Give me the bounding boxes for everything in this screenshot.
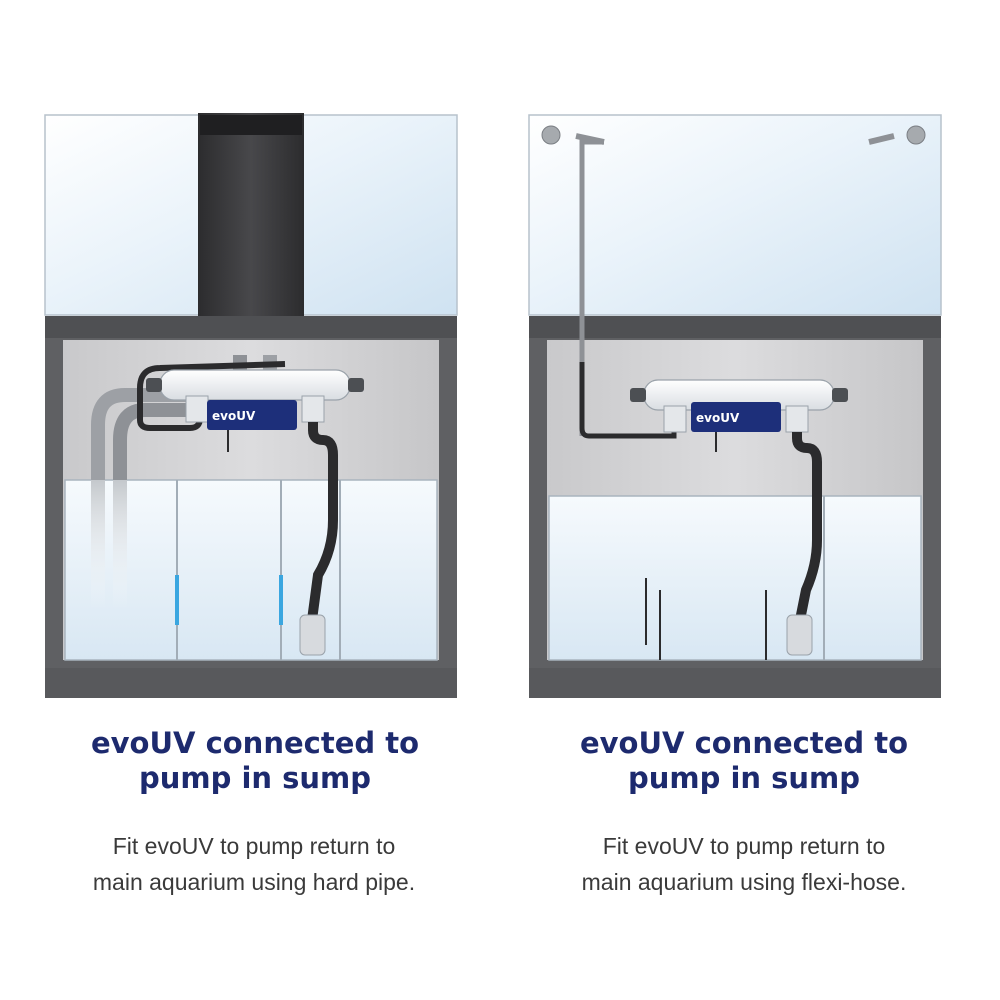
sump (548, 495, 922, 661)
return-outlet-icon (906, 125, 926, 145)
flexi-hose-return (579, 362, 677, 439)
pump-hose (792, 432, 822, 621)
panel-hard-pipe: evoUV evoUV connected to pump in sump Fi… (44, 113, 458, 895)
pump-hose (307, 422, 338, 621)
panel-caption: Fit evoUV to pump return to main aquariu… (581, 833, 907, 895)
overflow-box-icon (198, 113, 304, 316)
return-pump-icon (786, 614, 813, 656)
flexi-hose-diagram: evoUV (528, 114, 942, 698)
evouv-label: evoUV (696, 411, 740, 425)
panel-heading: evoUV connected to pump in sump (90, 726, 420, 795)
panel-heading: evoUV connected to pump in sump (579, 726, 909, 795)
panel-caption: Fit evoUV to pump return to main aquariu… (92, 833, 416, 895)
hard-pipe-diagram: evoUV (44, 113, 458, 698)
evouv-unit-icon: evoUV (630, 379, 848, 452)
return-outlet-icon (541, 125, 561, 145)
evouv-unit-icon: evoUV (146, 369, 364, 452)
hard-pipe-return (137, 361, 286, 431)
return-pump-icon (299, 614, 326, 656)
display-tank (528, 114, 942, 316)
panel-flexi-hose: evoUV evoUV connected to pump in sump Fi… (484, 0, 984, 1000)
return-pipe (579, 139, 604, 436)
evouv-label: evoUV (212, 409, 256, 423)
